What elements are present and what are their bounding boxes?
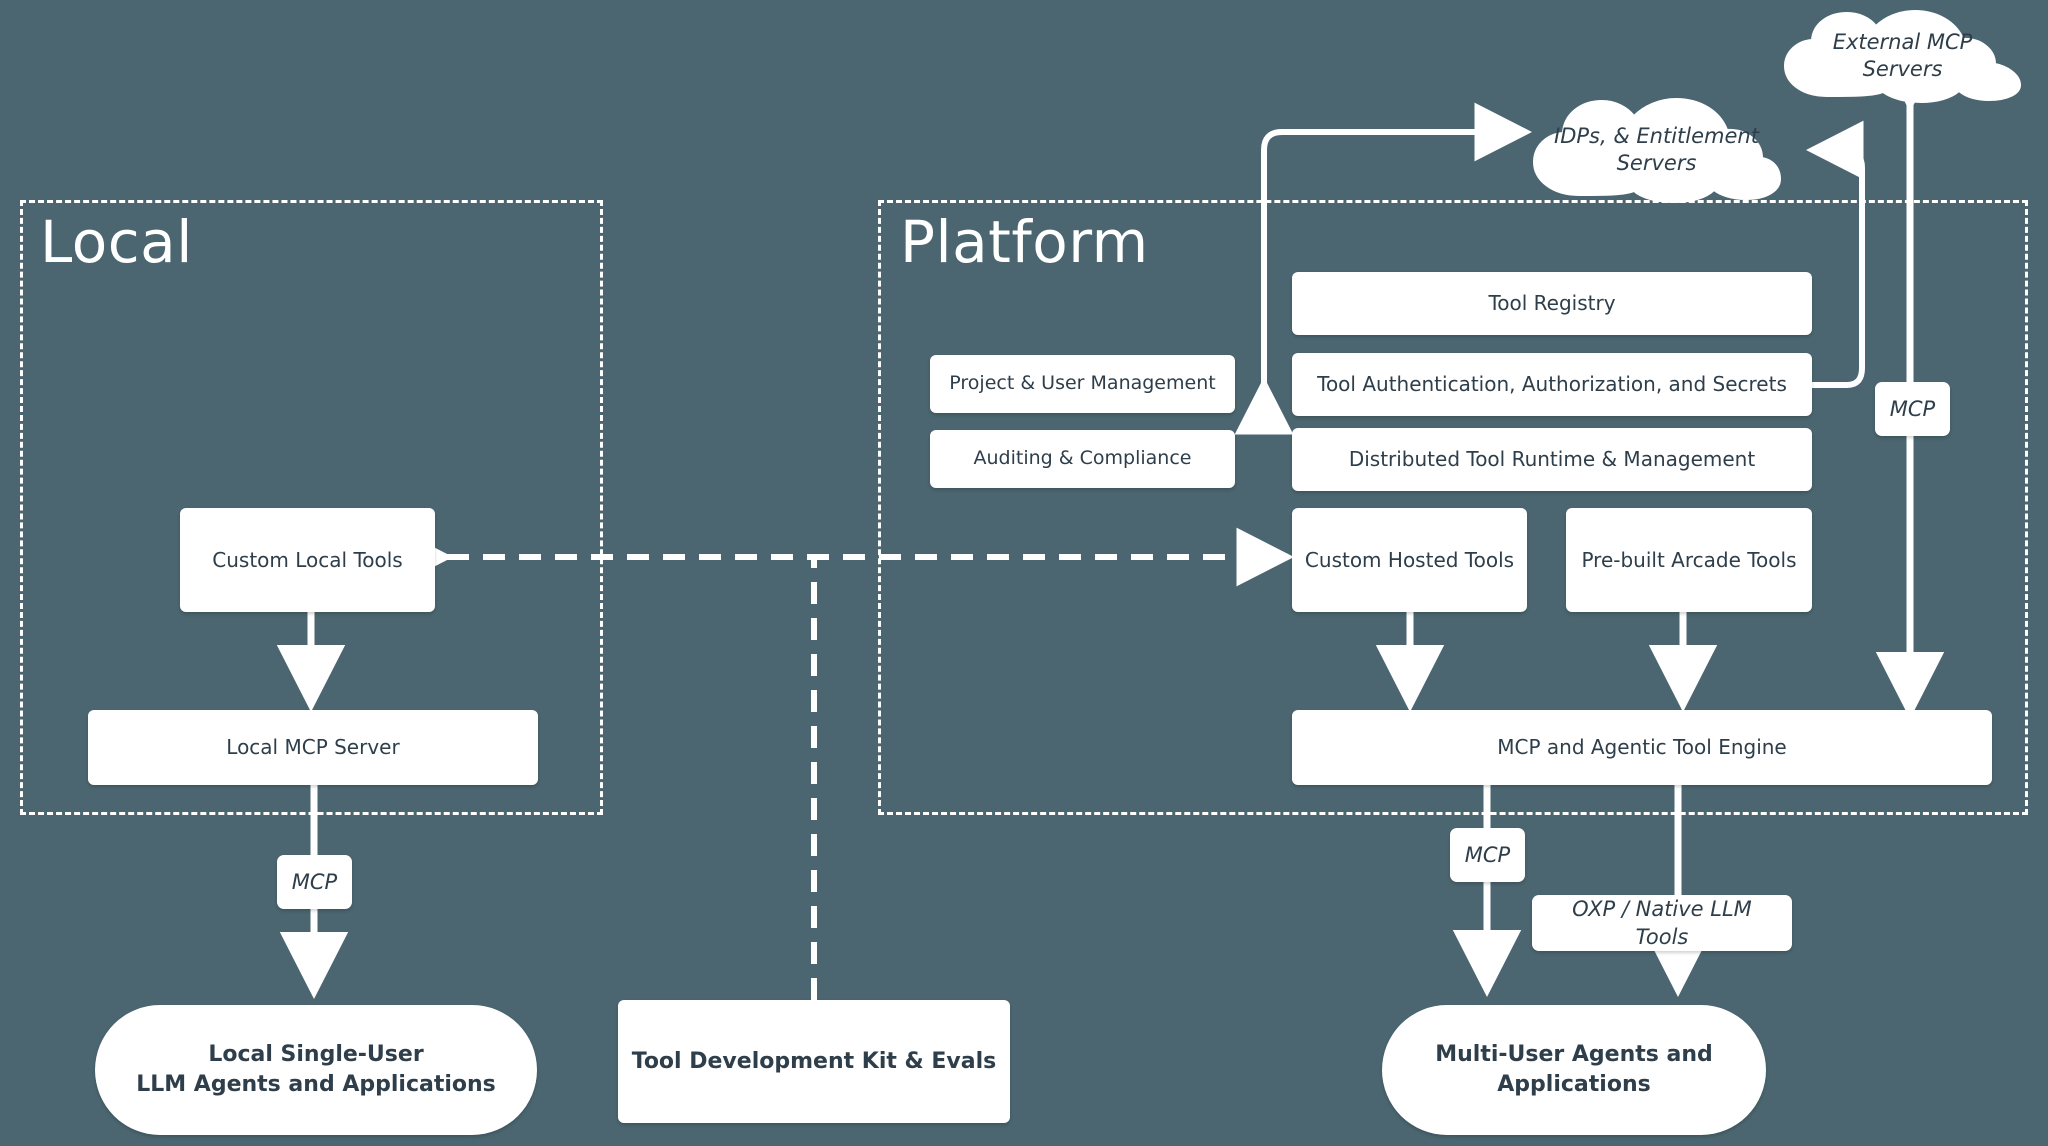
node-project-user-management-label: Project & User Management	[949, 372, 1216, 395]
node-mcp-agentic-tool-engine-label: MCP and Agentic Tool Engine	[1497, 735, 1787, 759]
node-prebuilt-arcade-tools-label: Pre-built Arcade Tools	[1581, 547, 1797, 572]
node-custom-local-tools-label: Custom Local Tools	[212, 547, 403, 572]
node-multi-user-agents-line1: Multi-User Agents and	[1435, 1042, 1713, 1068]
cloud-external-mcp-servers-label: External MCP Servers	[1832, 29, 1973, 81]
tag-mcp-external: MCP	[1875, 382, 1950, 436]
zone-platform-title: Platform	[900, 208, 1149, 276]
node-mcp-agentic-tool-engine[interactable]: MCP and Agentic Tool Engine	[1292, 710, 1992, 785]
node-tool-authentication-label: Tool Authentication, Authorization, and …	[1317, 372, 1787, 396]
tag-mcp-agents: MCP	[1450, 828, 1525, 882]
node-tool-registry[interactable]: Tool Registry	[1292, 272, 1812, 335]
node-local-mcp-server-label: Local MCP Server	[226, 735, 400, 759]
node-multi-user-agents[interactable]: Multi-User Agents and Applications	[1382, 1005, 1766, 1135]
cloud-idps-entitlement-servers: IDPs, & Entitlement Servers	[1524, 95, 1789, 205]
node-project-user-management[interactable]: Project & User Management	[930, 355, 1235, 413]
node-oxp-native-llm-tools[interactable]: OXP / Native LLM Tools	[1532, 895, 1792, 951]
node-distributed-tool-runtime-label: Distributed Tool Runtime & Management	[1348, 447, 1756, 471]
node-auditing-compliance-label: Auditing & Compliance	[973, 447, 1192, 470]
tag-mcp-agents-label: MCP	[1464, 842, 1511, 867]
node-local-llm-agents[interactable]: Local Single-User LLM Agents and Applica…	[95, 1005, 537, 1135]
node-custom-hosted-tools-label: Custom Hosted Tools	[1304, 547, 1515, 572]
node-prebuilt-arcade-tools[interactable]: Pre-built Arcade Tools	[1566, 508, 1812, 612]
node-custom-hosted-tools[interactable]: Custom Hosted Tools	[1292, 508, 1527, 612]
node-custom-local-tools[interactable]: Custom Local Tools	[180, 508, 435, 612]
cloud-shape-icon	[1783, 9, 2022, 104]
node-multi-user-agents-line2: Applications	[1497, 1072, 1651, 1097]
node-local-mcp-server[interactable]: Local MCP Server	[88, 710, 538, 785]
node-local-llm-agents-line2: LLM Agents and Applications	[136, 1072, 496, 1097]
zone-platform	[878, 200, 2028, 815]
node-local-llm-agents-line1: Local Single-User	[208, 1042, 424, 1068]
tag-mcp-local: MCP	[277, 855, 352, 909]
tag-mcp-external-label: MCP	[1889, 396, 1936, 421]
node-auditing-compliance[interactable]: Auditing & Compliance	[930, 430, 1235, 488]
tag-mcp-local-label: MCP	[291, 869, 338, 894]
zone-local-title: Local	[40, 208, 193, 276]
cloud-idps-entitlement-servers-label: IDPs, & Entitlement Servers	[1554, 123, 1759, 175]
node-distributed-tool-runtime[interactable]: Distributed Tool Runtime & Management	[1292, 428, 1812, 491]
node-tool-development-kit-label: Tool Development Kit & Evals	[631, 1048, 997, 1074]
node-oxp-native-llm-tools-label: OXP / Native LLM Tools	[1572, 896, 1752, 949]
cloud-external-mcp-servers: External MCP Servers	[1775, 8, 2030, 104]
node-tool-registry-label: Tool Registry	[1488, 291, 1616, 315]
node-tool-development-kit[interactable]: Tool Development Kit & Evals	[618, 1000, 1010, 1123]
zone-local	[20, 200, 603, 815]
node-tool-authentication[interactable]: Tool Authentication, Authorization, and …	[1292, 353, 1812, 416]
cloud-shape-icon	[1532, 97, 1782, 204]
